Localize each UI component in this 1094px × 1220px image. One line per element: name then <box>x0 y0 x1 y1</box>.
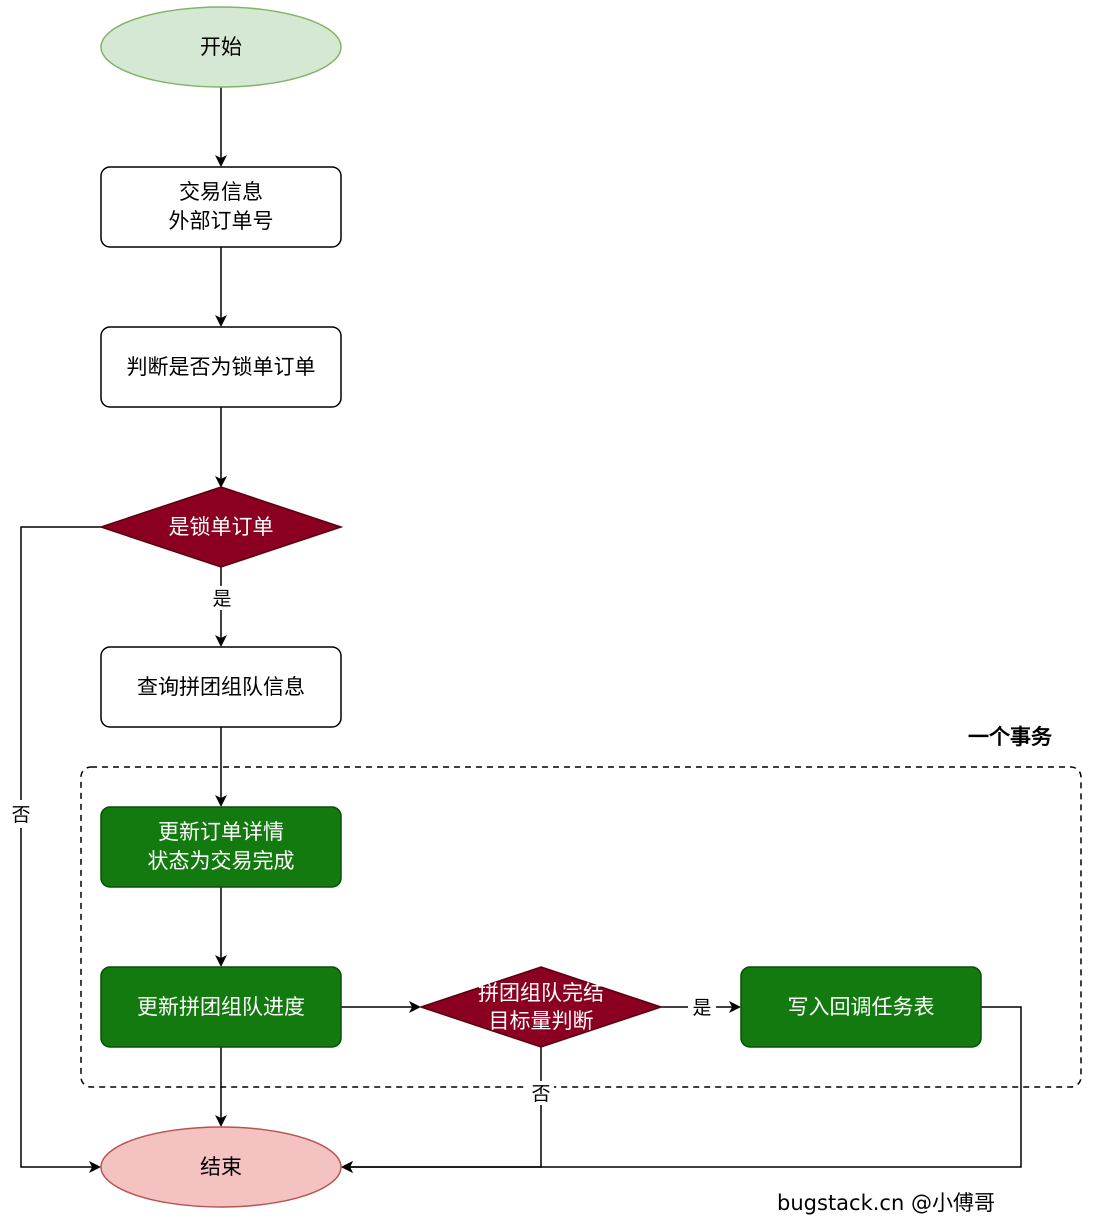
node-is-lock-decision[interactable]: 是锁单订单 <box>98 486 344 568</box>
edge-target-no <box>341 1047 542 1173</box>
transaction-group-title: 一个事务 <box>968 725 1053 749</box>
node-trade-info[interactable]: 交易信息 外部订单号 <box>100 166 342 248</box>
node-start[interactable]: 开始 <box>100 6 342 88</box>
node-is-lock-label: 是锁单订单 <box>169 515 274 539</box>
node-update-order[interactable]: 更新订单详情 状态为交易完成 <box>100 806 342 888</box>
node-check-lock-label: 判断是否为锁单订单 <box>127 355 316 379</box>
node-update-order-line2: 状态为交易完成 <box>148 849 295 873</box>
edge-label-islock-yes: 是 <box>212 588 231 610</box>
node-target-check-line1: 拼团组队完结 <box>478 981 604 1005</box>
node-trade-info-line2: 外部订单号 <box>169 209 274 233</box>
node-query-group-label: 查询拼团组队信息 <box>137 675 305 699</box>
node-update-progress-label: 更新拼团组队进度 <box>137 995 305 1019</box>
node-write-callback-label: 写入回调任务表 <box>788 995 935 1019</box>
node-end[interactable]: 结束 <box>100 1126 342 1208</box>
edge-label-target-no: 否 <box>531 1083 550 1105</box>
edge-callback-to-end <box>341 1006 1022 1173</box>
node-update-progress[interactable]: 更新拼团组队进度 <box>100 966 342 1048</box>
node-query-group[interactable]: 查询拼团组队信息 <box>100 646 342 728</box>
node-target-check-decision[interactable]: 拼团组队完结 目标量判断 <box>418 966 664 1048</box>
node-end-label: 结束 <box>200 1155 242 1179</box>
node-write-callback[interactable]: 写入回调任务表 <box>740 966 982 1048</box>
transaction-group <box>80 766 1082 1088</box>
credit-text: bugstack.cn @小傅哥 <box>777 1191 995 1215</box>
node-check-lock[interactable]: 判断是否为锁单订单 <box>100 326 342 408</box>
edge-label-islock-no: 否 <box>11 804 30 826</box>
node-trade-info-line1: 交易信息 <box>179 180 263 204</box>
edge-islock-no <box>20 526 101 1173</box>
node-target-check-line2: 目标量判断 <box>489 1009 594 1033</box>
edge-label-target-yes: 是 <box>692 997 711 1019</box>
node-start-label: 开始 <box>200 35 242 59</box>
node-update-order-line1: 更新订单详情 <box>158 820 284 844</box>
